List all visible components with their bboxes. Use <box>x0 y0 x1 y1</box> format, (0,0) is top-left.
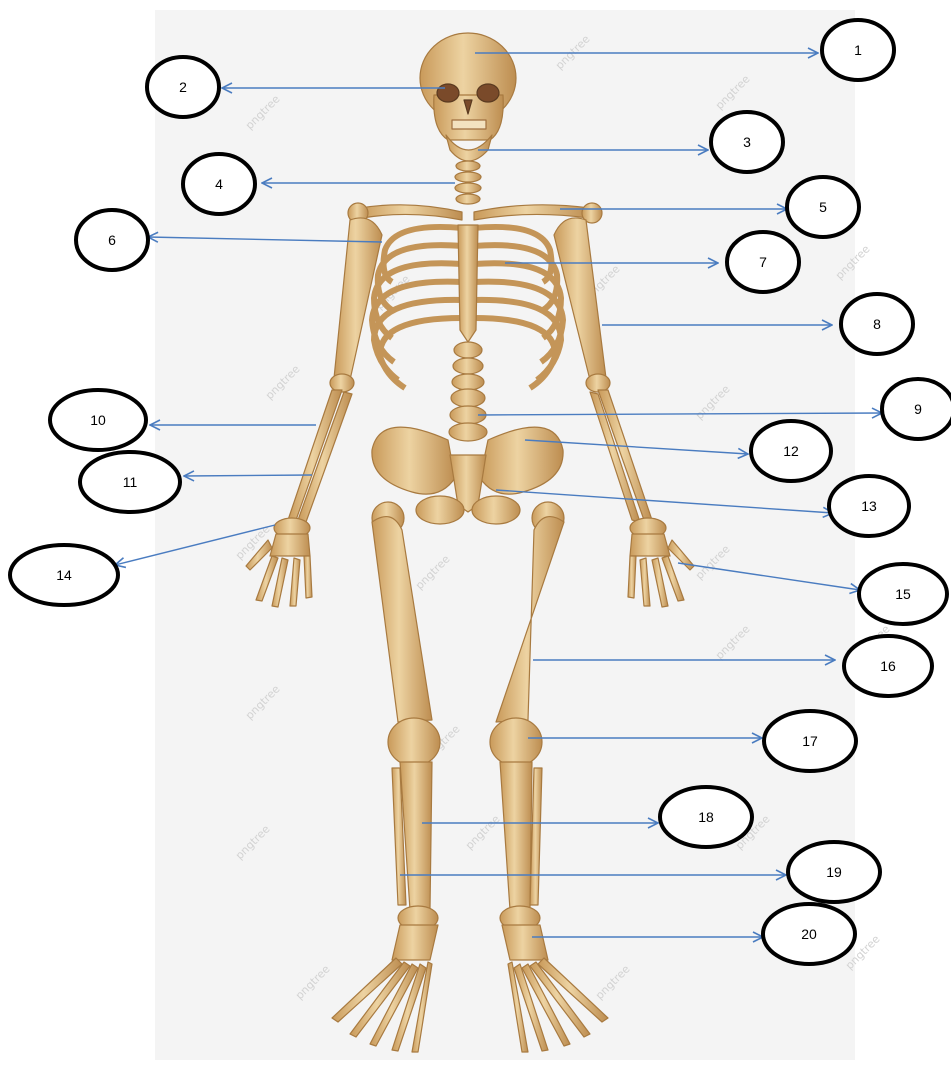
knee-left <box>388 718 440 766</box>
callout-number: 4 <box>215 176 223 192</box>
callout-7: 7 <box>727 232 799 292</box>
callout-14: 14 <box>10 545 118 605</box>
callout-4: 4 <box>183 154 255 214</box>
callout-3: 3 <box>711 112 783 172</box>
callout-12: 12 <box>751 421 831 481</box>
callout-17: 17 <box>764 711 856 771</box>
sternum <box>458 225 478 342</box>
callout-number: 15 <box>895 586 911 602</box>
callout-20: 20 <box>763 904 855 964</box>
callout-18: 18 <box>660 787 752 847</box>
callout-number: 9 <box>914 401 922 417</box>
callout-number: 2 <box>179 79 187 95</box>
callout-number: 1 <box>854 42 862 58</box>
callout-arrow-11 <box>184 475 312 476</box>
callout-number: 20 <box>801 926 817 942</box>
callout-2: 2 <box>147 57 219 117</box>
callout-16: 16 <box>844 636 932 696</box>
callout-number: 8 <box>873 316 881 332</box>
callout-5: 5 <box>787 177 859 237</box>
callout-15: 15 <box>859 564 947 624</box>
knee-right <box>490 718 542 766</box>
callout-number: 18 <box>698 809 714 825</box>
callout-19: 19 <box>788 842 880 902</box>
callout-number: 13 <box>861 498 877 514</box>
callout-number: 5 <box>819 199 827 215</box>
callout-number: 6 <box>108 232 116 248</box>
callout-number: 16 <box>880 658 896 674</box>
callout-number: 11 <box>123 474 138 490</box>
callout-8: 8 <box>841 294 913 354</box>
callout-number: 14 <box>56 567 72 583</box>
callout-number: 17 <box>802 733 818 749</box>
callout-1: 1 <box>822 20 894 80</box>
callout-number: 7 <box>759 254 767 270</box>
callout-number: 10 <box>90 412 106 428</box>
callout-number: 12 <box>783 443 799 459</box>
callout-number: 19 <box>826 864 842 880</box>
callout-13: 13 <box>829 476 909 536</box>
callout-11: 11 <box>80 452 180 512</box>
callout-number: 3 <box>743 134 751 150</box>
callout-10: 10 <box>50 390 146 450</box>
callout-9: 9 <box>882 379 951 439</box>
callout-6: 6 <box>76 210 148 270</box>
